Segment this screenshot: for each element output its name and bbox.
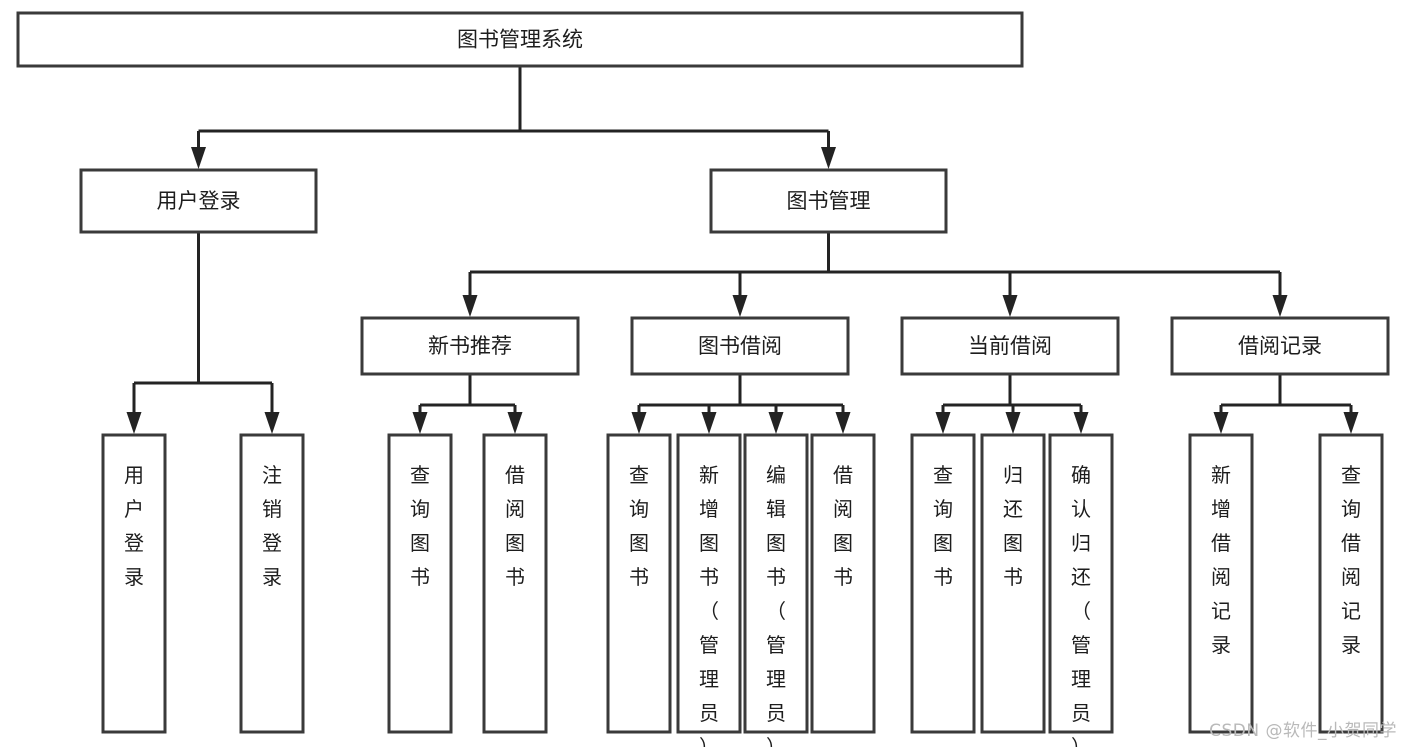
- node-box-leaf-user-login[interactable]: [101, 433, 167, 734]
- node-label-leaf-borrow-book-2: 借阅图书: [833, 463, 853, 589]
- node-box-leaf-edit-book-admin[interactable]: [743, 433, 809, 734]
- node-leaf-return-book[interactable]: 归还图书: [980, 433, 1046, 734]
- node-box-leaf-add-borrow-record[interactable]: [1188, 433, 1254, 734]
- node-box-new-book-recommend[interactable]: [360, 316, 580, 376]
- node-book-manage[interactable]: 图书管理: [709, 168, 948, 234]
- node-box-leaf-add-book-admin[interactable]: [676, 433, 742, 734]
- node-label-leaf-user-login: 用户登录: [124, 463, 144, 589]
- watermark-text: CSDN @软件_小贺同学: [1209, 721, 1397, 741]
- connector-group-user-login: [126, 232, 280, 434]
- node-box-root[interactable]: [16, 11, 1024, 68]
- arrow-head-icon: [1343, 412, 1359, 434]
- node-label-leaf-query-book-2: 查询图书: [629, 463, 649, 589]
- node-new-book-recommend[interactable]: 新书推荐: [360, 316, 580, 376]
- node-label-borrow-record: 借阅记录: [1238, 334, 1322, 358]
- arrow-head-icon: [507, 412, 523, 434]
- node-label-leaf-query-borrow-record: 查询借阅记录: [1341, 463, 1361, 657]
- node-box-leaf-query-book-2[interactable]: [606, 433, 672, 734]
- node-leaf-user-login[interactable]: 用户登录: [101, 433, 167, 734]
- arrow-head-icon: [732, 295, 748, 317]
- node-label-book-borrow: 图书借阅: [698, 334, 782, 358]
- node-label-leaf-confirm-return-admin: 确认归还（管理员）: [1071, 463, 1091, 747]
- node-book-borrow[interactable]: 图书借阅: [630, 316, 850, 376]
- node-leaf-query-book-1[interactable]: 查询图书: [387, 433, 453, 734]
- node-label-leaf-borrow-book-1: 借阅图书: [505, 463, 525, 589]
- arrow-head-icon: [1005, 412, 1021, 434]
- node-label-leaf-return-book: 归还图书: [1003, 463, 1023, 589]
- node-box-leaf-logout[interactable]: [239, 433, 305, 734]
- node-box-leaf-borrow-book-1[interactable]: [482, 433, 548, 734]
- node-box-leaf-borrow-book-2[interactable]: [810, 433, 876, 734]
- connector-layer: [126, 66, 1359, 434]
- connector-group-new-book-recommend: [412, 374, 523, 434]
- node-label-new-book-recommend: 新书推荐: [428, 334, 512, 358]
- arrow-head-icon: [1002, 295, 1018, 317]
- node-box-book-borrow[interactable]: [630, 316, 850, 376]
- node-leaf-logout[interactable]: 注销登录: [239, 433, 305, 734]
- node-leaf-edit-book-admin[interactable]: 编辑图书（管理员）: [743, 433, 809, 747]
- node-leaf-confirm-return-admin[interactable]: 确认归还（管理员）: [1048, 433, 1114, 747]
- node-box-leaf-query-book-3[interactable]: [910, 433, 976, 734]
- node-label-book-manage: 图书管理: [787, 189, 871, 213]
- node-label-leaf-add-borrow-record: 新增借阅记录: [1211, 463, 1231, 657]
- node-borrow-record[interactable]: 借阅记录: [1170, 316, 1390, 376]
- node-label-leaf-edit-book-admin: 编辑图书（管理员）: [766, 463, 786, 747]
- node-label-leaf-query-book-1: 查询图书: [410, 463, 430, 589]
- arrow-head-icon: [1272, 295, 1288, 317]
- connector-group-borrow-record: [1213, 374, 1359, 434]
- node-root[interactable]: 图书管理系统: [16, 11, 1024, 68]
- arrow-head-icon: [701, 412, 717, 434]
- node-box-leaf-query-book-1[interactable]: [387, 433, 453, 734]
- arrow-head-icon: [768, 412, 784, 434]
- node-leaf-query-book-3[interactable]: 查询图书: [910, 433, 976, 734]
- arrow-head-icon: [631, 412, 647, 434]
- node-layer: 图书管理系统用户登录图书管理新书推荐图书借阅当前借阅借阅记录用户登录注销登录查询…: [16, 11, 1390, 747]
- node-box-leaf-return-book[interactable]: [980, 433, 1046, 734]
- arrow-head-icon: [1073, 412, 1089, 434]
- arrow-head-icon: [264, 412, 280, 434]
- node-leaf-borrow-book-1[interactable]: 借阅图书: [482, 433, 548, 734]
- arrow-head-icon: [191, 147, 206, 169]
- node-label-leaf-add-book-admin: 新增图书（管理员）: [699, 463, 719, 747]
- node-label-user-login: 用户登录: [157, 189, 241, 213]
- node-label-leaf-logout: 注销登录: [262, 463, 282, 589]
- node-leaf-query-book-2[interactable]: 查询图书: [606, 433, 672, 734]
- connector-group-book-borrow: [631, 374, 851, 434]
- arrow-head-icon: [126, 412, 142, 434]
- node-leaf-add-borrow-record[interactable]: 新增借阅记录: [1188, 433, 1254, 734]
- connector-group-current-borrow: [935, 374, 1089, 434]
- arrow-head-icon: [935, 412, 951, 434]
- node-user-login[interactable]: 用户登录: [79, 168, 318, 234]
- node-current-borrow[interactable]: 当前借阅: [900, 316, 1120, 376]
- node-label-current-borrow: 当前借阅: [968, 334, 1052, 358]
- node-box-leaf-query-borrow-record[interactable]: [1318, 433, 1384, 734]
- arrow-head-icon: [412, 412, 428, 434]
- arrow-head-icon: [835, 412, 851, 434]
- arrow-head-icon: [821, 147, 836, 169]
- node-box-book-manage[interactable]: [709, 168, 948, 234]
- node-label-root: 图书管理系统: [457, 28, 583, 52]
- node-label-leaf-query-book-3: 查询图书: [933, 463, 953, 589]
- arrow-head-icon: [462, 295, 478, 317]
- node-box-leaf-confirm-return-admin[interactable]: [1048, 433, 1114, 734]
- connector-group-root: [191, 66, 836, 169]
- node-leaf-add-book-admin[interactable]: 新增图书（管理员）: [676, 433, 742, 747]
- node-leaf-borrow-book-2[interactable]: 借阅图书: [810, 433, 876, 734]
- node-box-user-login[interactable]: [79, 168, 318, 234]
- connector-group-book-manage: [462, 232, 1288, 317]
- node-box-current-borrow[interactable]: [900, 316, 1120, 376]
- node-box-borrow-record[interactable]: [1170, 316, 1390, 376]
- node-leaf-query-borrow-record[interactable]: 查询借阅记录: [1318, 433, 1384, 734]
- arrow-head-icon: [1213, 412, 1229, 434]
